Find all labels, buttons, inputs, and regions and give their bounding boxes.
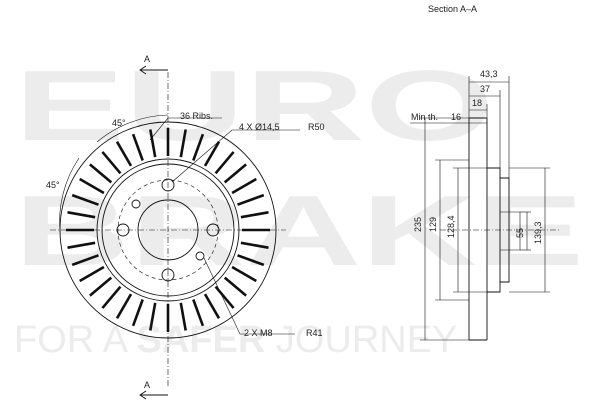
watermark-tagline-bold: SAFER	[136, 319, 265, 361]
rib	[67, 211, 96, 219]
rib	[67, 241, 96, 249]
rib	[192, 133, 205, 161]
rib	[231, 177, 257, 195]
section-view: Section A–A 43,3 37 18 Min th. 16 235 12…	[410, 4, 560, 341]
rib	[237, 193, 265, 206]
dim-bolt-circle: 139,3	[533, 221, 543, 244]
rib	[240, 241, 269, 249]
angle-arc-left	[59, 157, 80, 233]
rib	[179, 302, 187, 331]
rib	[131, 133, 144, 161]
rib	[115, 293, 133, 319]
thread-hole-upper	[131, 199, 141, 209]
min-thickness-label: Min th.	[411, 112, 438, 122]
thread-hole-lower	[195, 251, 205, 261]
rib	[79, 177, 105, 195]
ribs-label: 36 Ribs.	[180, 111, 213, 121]
dim-hat-height: 37	[480, 84, 490, 94]
cooling-ribs	[66, 128, 270, 332]
angle-label-top: 45°	[112, 118, 126, 128]
rib	[71, 254, 99, 267]
rib	[237, 254, 265, 267]
dim-center-bore: 55	[515, 228, 525, 238]
watermark: EURO BRAKE FOR A SAFER JOURNEY	[14, 50, 584, 361]
section-mark-bottom: A	[144, 380, 150, 390]
rib	[231, 265, 257, 283]
rib	[89, 276, 113, 297]
rib	[223, 163, 247, 184]
front-view: A A 45° 45° 36 Ribs. 4 X Ø14,5 R50 2 X M…	[46, 54, 325, 400]
angle-label-left: 45°	[46, 180, 60, 190]
rib	[192, 299, 205, 327]
rib	[79, 265, 105, 283]
rib	[223, 276, 247, 297]
min-thickness-value: 16	[451, 112, 461, 122]
rib	[71, 193, 99, 206]
watermark-euro: EURO	[14, 50, 494, 162]
holes-label: 4 X Ø14,5	[239, 122, 280, 132]
section-title: Section A–A	[428, 4, 477, 14]
dim-hat-diameter: 128,4	[446, 215, 456, 238]
rib	[214, 285, 235, 309]
rib	[101, 285, 122, 309]
holes-radius-label: R50	[308, 122, 325, 132]
section-arrow-top-head	[139, 65, 147, 75]
thread-radius-label: R41	[306, 328, 323, 338]
watermark-tagline-pre: FOR A	[14, 319, 136, 361]
dim-inner-diameter: 129	[428, 217, 438, 232]
rib	[101, 151, 122, 175]
angle-arc-top	[96, 114, 169, 143]
dim-thickness: 18	[472, 98, 482, 108]
rib	[214, 151, 235, 175]
rib	[240, 211, 269, 219]
watermark-tagline: FOR A SAFER JOURNEY	[14, 319, 457, 361]
center-bore-section	[500, 211, 521, 251]
rib	[203, 141, 221, 167]
dim-total-height: 43,3	[480, 69, 498, 79]
watermark-brake: BRAKE	[14, 175, 584, 287]
rib	[179, 129, 187, 158]
rib	[89, 163, 113, 184]
rib	[115, 141, 133, 167]
rib	[131, 299, 144, 327]
friction-ring-section	[468, 117, 488, 341]
rib	[149, 302, 157, 331]
thread-leader	[203, 257, 295, 335]
holes-leader	[171, 129, 300, 183]
thread-label: 2 X M8	[244, 328, 273, 338]
section-arrow-bottom-head	[139, 390, 147, 400]
section-mark-top: A	[144, 54, 150, 64]
ribs-leader	[149, 117, 222, 141]
rib	[149, 129, 157, 158]
rib	[203, 293, 221, 319]
dim-outer-diameter: 235	[413, 217, 423, 232]
